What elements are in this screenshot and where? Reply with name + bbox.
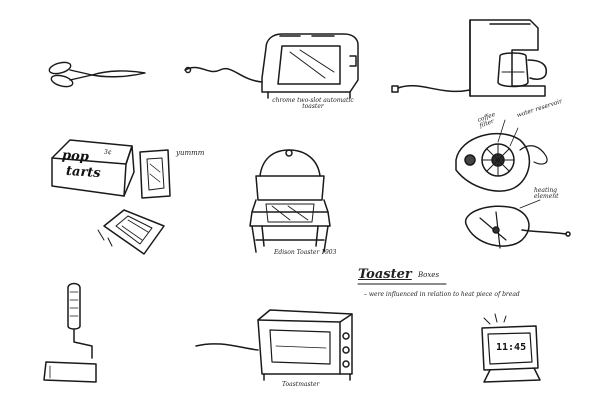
toaster-tongs-sketch xyxy=(48,61,146,88)
toaster-oven-sketch xyxy=(195,309,353,381)
poptarts-price: 3¢ xyxy=(104,149,112,156)
digital-clock-sketch xyxy=(481,313,541,383)
chrome-toaster-label: chrome two-slot automatic toaster xyxy=(272,97,354,110)
coffee-filter-sketch xyxy=(455,119,548,192)
notes-subtitle: – were influenced in relation to heat pi… xyxy=(364,291,520,298)
pastry-sketch-top xyxy=(139,149,171,199)
notes-heading-suffix: Boxes xyxy=(418,271,440,279)
coffee-maker-sketch xyxy=(391,19,548,97)
antique-toaster-sketch xyxy=(249,149,331,253)
poptarts-brand-line-2: tarts xyxy=(65,163,102,182)
toaster-oven-label: Toastmaster xyxy=(282,381,320,388)
heating-element-sketch xyxy=(465,199,571,249)
paint-roller-sketch xyxy=(43,282,97,383)
chrome-toaster-sketch xyxy=(184,33,359,99)
poptarts-box-sketch xyxy=(51,139,135,197)
antique-toaster-label: Edison Toaster 1903 xyxy=(274,249,337,256)
poptarts-yum-label: yummm xyxy=(176,149,205,157)
poptarts-brand-line-1: pop xyxy=(61,148,90,165)
clock-time-display: 11:45 xyxy=(496,342,527,353)
notes-heading: Toaster xyxy=(358,267,412,282)
pastry-sketch-bottom xyxy=(97,209,165,255)
heating-element-label: heating element xyxy=(534,187,559,200)
